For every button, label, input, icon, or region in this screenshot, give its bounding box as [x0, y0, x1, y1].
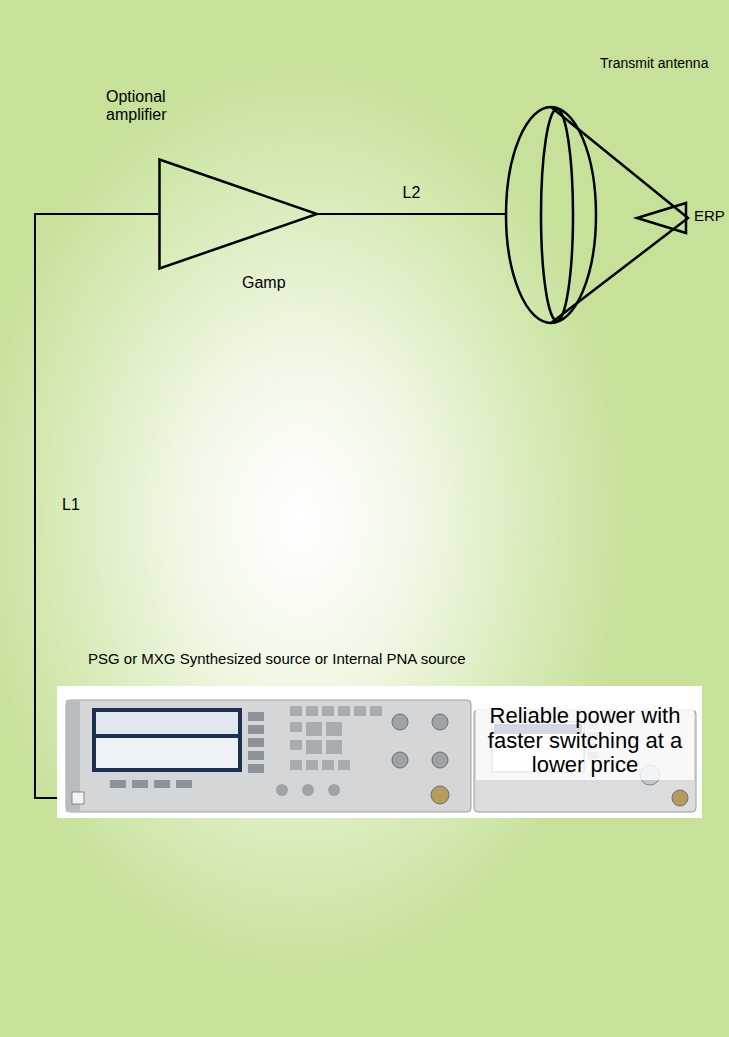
dish-antenna	[505, 105, 690, 325]
photo-frame	[57, 686, 702, 818]
antenna-heading: Transmit antenna	[600, 55, 708, 71]
triangle-amplifier	[158, 158, 318, 270]
gain-label: Gamp	[242, 274, 286, 292]
source-node: PSG or MXG Synthesized source or Interna…	[57, 650, 702, 820]
erp-label: ERP	[694, 207, 725, 224]
cable-line	[318, 213, 505, 215]
amplifier-node: Optional amplifierGamp	[158, 158, 318, 270]
source-heading: PSG or MXG Synthesized source or Interna…	[88, 650, 466, 667]
cable-loss-label: L2	[403, 184, 421, 202]
antenna-node: Transmit antennaERP	[505, 105, 690, 325]
amplifier-heading: Optional amplifier	[106, 88, 226, 125]
psg-instrument	[66, 700, 471, 812]
cable-line	[35, 214, 158, 798]
tagline: Reliable power with faster switching at …	[476, 702, 694, 780]
cable-loss-label: L1	[62, 496, 80, 514]
